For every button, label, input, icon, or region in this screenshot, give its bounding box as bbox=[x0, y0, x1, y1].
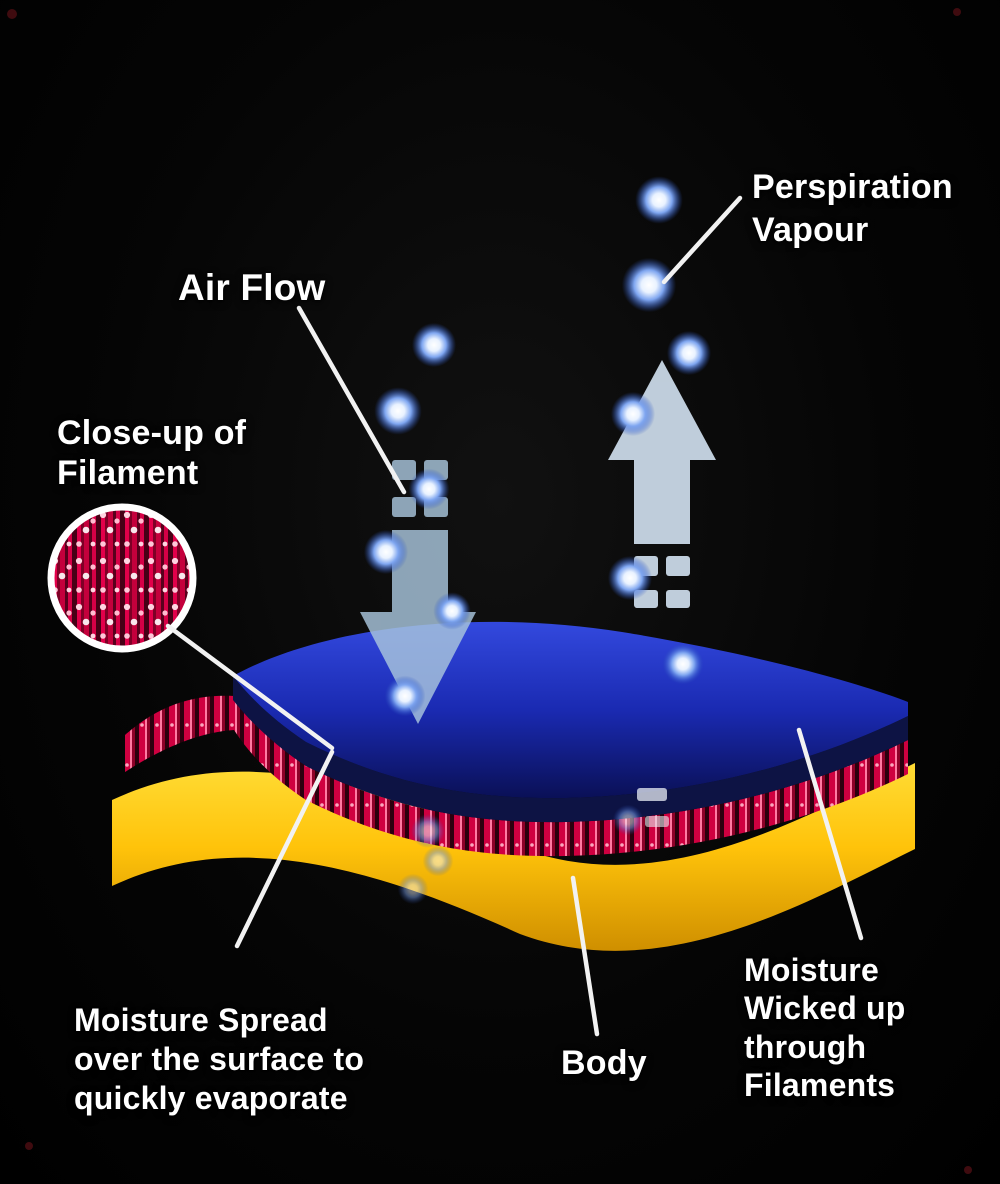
leader-closeup bbox=[165, 623, 335, 751]
vapour-droplet bbox=[666, 330, 712, 376]
vapour-droplet bbox=[612, 804, 644, 836]
leader-airflow bbox=[296, 305, 407, 495]
wicking-dashes bbox=[637, 788, 669, 827]
body-layer bbox=[112, 763, 915, 951]
vapour-droplet bbox=[374, 387, 422, 435]
vapour-droplet bbox=[422, 845, 454, 877]
label-closeup-of-filament: Close-up of Filament bbox=[57, 414, 247, 492]
vapour-droplet bbox=[433, 592, 471, 630]
label-perspiration-vapour: Perspiration Vapour bbox=[752, 168, 953, 249]
droplet-layer bbox=[363, 176, 712, 905]
leader-perspiration bbox=[661, 195, 743, 285]
vapour-droplet bbox=[607, 555, 653, 601]
label-air-flow: Air Flow bbox=[178, 267, 326, 308]
filament-layer bbox=[125, 695, 908, 857]
filament-closeup-inset bbox=[47, 503, 197, 653]
leader-moisture-spread bbox=[234, 749, 335, 949]
leader-moisture-wicked bbox=[796, 727, 864, 941]
vapour-droplet bbox=[397, 873, 429, 905]
vapour-droplet bbox=[610, 391, 656, 437]
vapour-droplet bbox=[411, 814, 445, 848]
vapour-droplet bbox=[662, 643, 704, 685]
vapour-droplet bbox=[635, 176, 683, 224]
label-moisture-spread: Moisture Spread over the surface to quic… bbox=[74, 1002, 365, 1117]
label-body: Body bbox=[561, 1044, 647, 1082]
vapour-droplet bbox=[363, 529, 409, 575]
fabric-underside bbox=[233, 676, 908, 823]
corner-marks bbox=[7, 8, 972, 1174]
vapour-droplet bbox=[408, 468, 450, 510]
leader-lines bbox=[165, 195, 864, 1037]
leader-body bbox=[570, 875, 600, 1037]
vapour-droplet bbox=[411, 322, 457, 368]
label-moisture-wicked: Moisture Wicked up through Filaments bbox=[744, 952, 906, 1104]
vapour-droplet bbox=[621, 257, 677, 313]
vapour-droplet bbox=[384, 675, 426, 717]
